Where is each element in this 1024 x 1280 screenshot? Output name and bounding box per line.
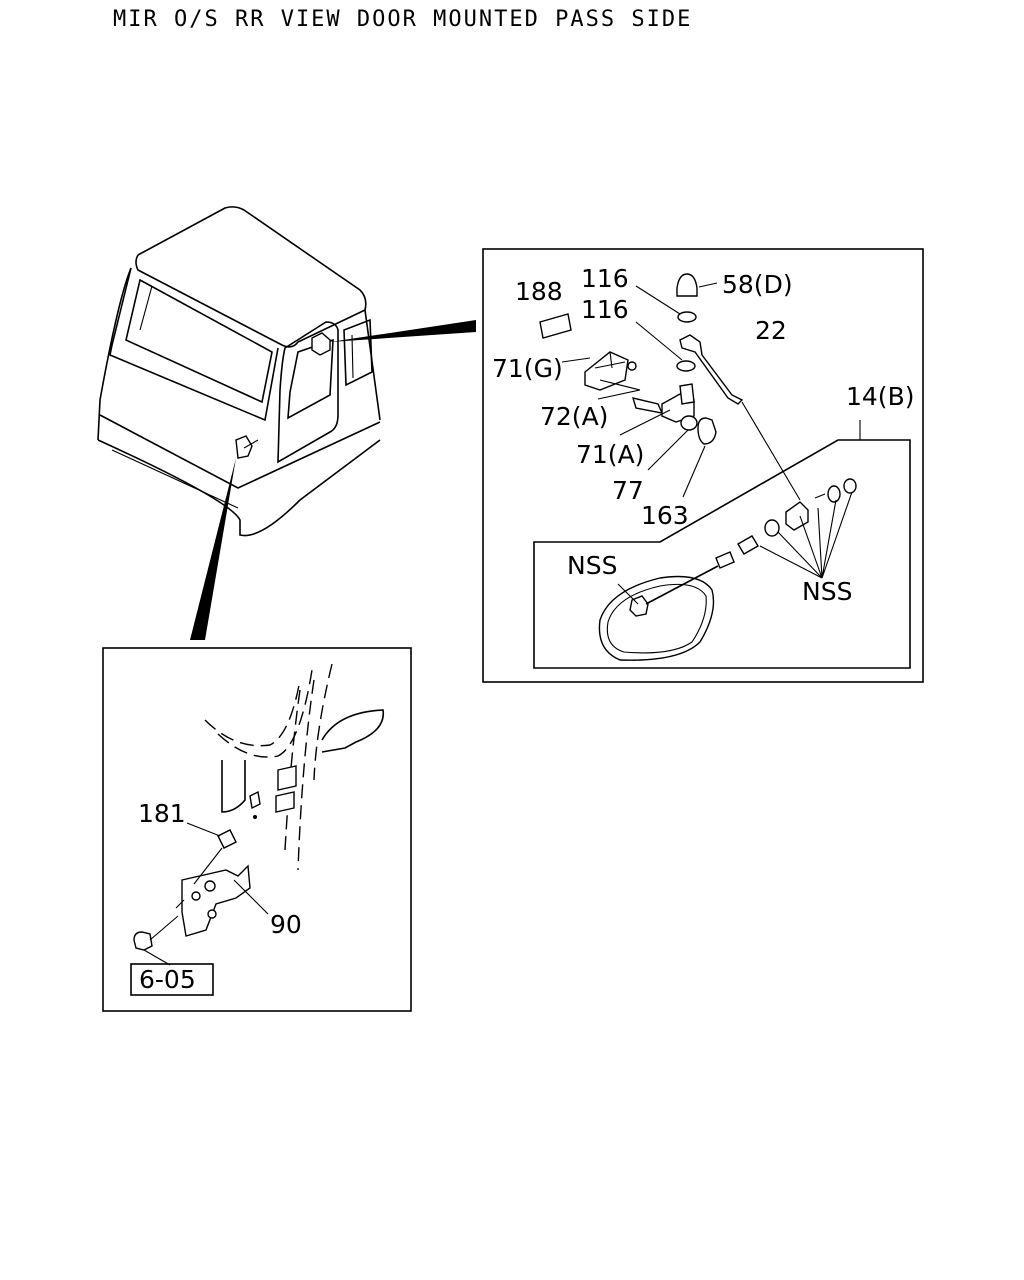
callout-90: 90 — [270, 910, 302, 939]
mirror-head — [598, 575, 715, 661]
bracket-detail-box — [102, 647, 412, 1012]
callout-72a: 72(A) — [540, 402, 608, 431]
callout-leaders-upper — [561, 282, 718, 605]
label-plate — [539, 313, 572, 339]
ref-box-605 — [130, 963, 214, 996]
callout-ref-605[interactable]: 6-05 — [139, 965, 196, 994]
callout-71a: 71(A) — [576, 440, 644, 469]
truck-cab — [97, 206, 381, 537]
pointer-lower — [190, 458, 236, 640]
diagram-title: MIR O/S RR VIEW DOOR MOUNTED PASS SIDE — [113, 7, 692, 32]
callout-188: 188 — [515, 277, 563, 306]
cap-nut — [676, 273, 698, 297]
callout-14b: 14(B) — [846, 382, 914, 411]
mirror-detail-box — [482, 248, 924, 683]
pointer-upper — [330, 320, 476, 342]
callout-71g: 71(G) — [492, 354, 563, 383]
callout-116-top: 116 — [581, 264, 629, 293]
callout-nss-left: NSS — [567, 551, 617, 580]
bracket-parts — [133, 663, 385, 966]
callout-77: 77 — [612, 476, 644, 505]
mirror-parts — [539, 273, 857, 661]
callout-nss-right: NSS — [802, 577, 852, 606]
callout-116-lower: 116 — [581, 295, 629, 324]
mirror-assembly-box — [533, 439, 911, 669]
callout-22: 22 — [755, 316, 787, 345]
callout-163: 163 — [641, 501, 689, 530]
callout-181: 181 — [138, 799, 186, 828]
callout-58d: 58(D) — [722, 270, 793, 299]
